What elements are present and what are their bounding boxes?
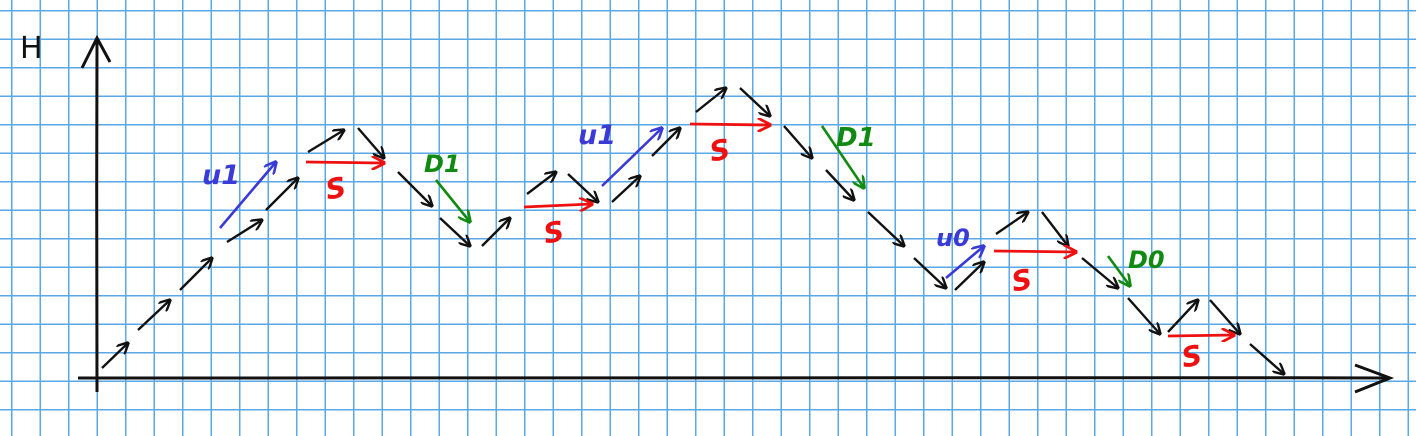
down-arrow bbox=[434, 179, 470, 222]
y-axis-arrowhead bbox=[80, 34, 112, 69]
labels: u1 u1 u0 D1 D1 D0 S S S S S bbox=[202, 120, 1205, 375]
label-d1: D1 bbox=[424, 150, 461, 178]
step-arrow bbox=[695, 88, 726, 113]
label-u1: u1 bbox=[578, 120, 616, 151]
sideways-arrow bbox=[1167, 335, 1234, 336]
y-axis-label: H bbox=[20, 31, 43, 66]
label-s: S bbox=[1179, 339, 1205, 375]
step-arrow bbox=[954, 262, 984, 291]
step-arrow bbox=[265, 178, 298, 211]
step-arrow bbox=[1167, 300, 1198, 333]
axes: H bbox=[20, 31, 1395, 394]
label-s: S bbox=[707, 133, 733, 169]
step-arrow bbox=[1081, 257, 1118, 288]
step-arrow bbox=[137, 300, 170, 331]
down-arrow bbox=[820, 125, 864, 188]
sideways-arrow bbox=[523, 204, 592, 207]
step-arrow bbox=[357, 127, 384, 158]
step-arrow bbox=[179, 258, 212, 291]
x-axis-arrowhead bbox=[1354, 363, 1395, 394]
step-arrow bbox=[867, 211, 904, 246]
x-axis bbox=[77, 375, 1389, 381]
step-arrow bbox=[913, 257, 946, 288]
step-arrow bbox=[307, 130, 344, 154]
up-arrow bbox=[601, 128, 662, 187]
step-arrow bbox=[1041, 211, 1068, 246]
step-arrow bbox=[651, 128, 680, 157]
step-arrow bbox=[1209, 299, 1240, 334]
up-arrow bbox=[219, 162, 276, 229]
step-arrow bbox=[101, 343, 128, 369]
step-arrow bbox=[611, 176, 640, 203]
label-s: S bbox=[1009, 263, 1035, 299]
step-arrow bbox=[439, 217, 470, 246]
label-d1: D1 bbox=[836, 123, 876, 153]
step-arrow bbox=[783, 125, 812, 158]
step-arrow bbox=[226, 220, 262, 244]
down-arrow bbox=[1106, 255, 1130, 286]
black-step-arrows bbox=[101, 87, 1284, 374]
step-arrow bbox=[1249, 343, 1284, 374]
label-s: S bbox=[541, 215, 567, 251]
green-down-arrows bbox=[434, 125, 1130, 286]
label-d0: D0 bbox=[1128, 246, 1165, 274]
step-arrow bbox=[567, 173, 598, 202]
label-u0: u0 bbox=[936, 224, 970, 252]
step-arrow bbox=[995, 212, 1028, 235]
label-u1: u1 bbox=[202, 160, 240, 191]
red-sideways-arrows bbox=[305, 124, 1234, 336]
blue-up-arrows bbox=[219, 128, 984, 279]
step-arrow bbox=[481, 218, 510, 247]
step-arrow bbox=[739, 87, 770, 116]
sideways-arrow bbox=[689, 124, 770, 125]
label-s: S bbox=[323, 171, 349, 207]
step-arrow bbox=[1127, 297, 1160, 334]
step-arrow bbox=[397, 171, 432, 206]
step-arrow bbox=[825, 169, 854, 200]
step-arrow bbox=[526, 172, 556, 195]
sideways-arrow bbox=[993, 251, 1076, 252]
sideways-arrow bbox=[305, 162, 384, 163]
up-arrow bbox=[945, 246, 984, 279]
